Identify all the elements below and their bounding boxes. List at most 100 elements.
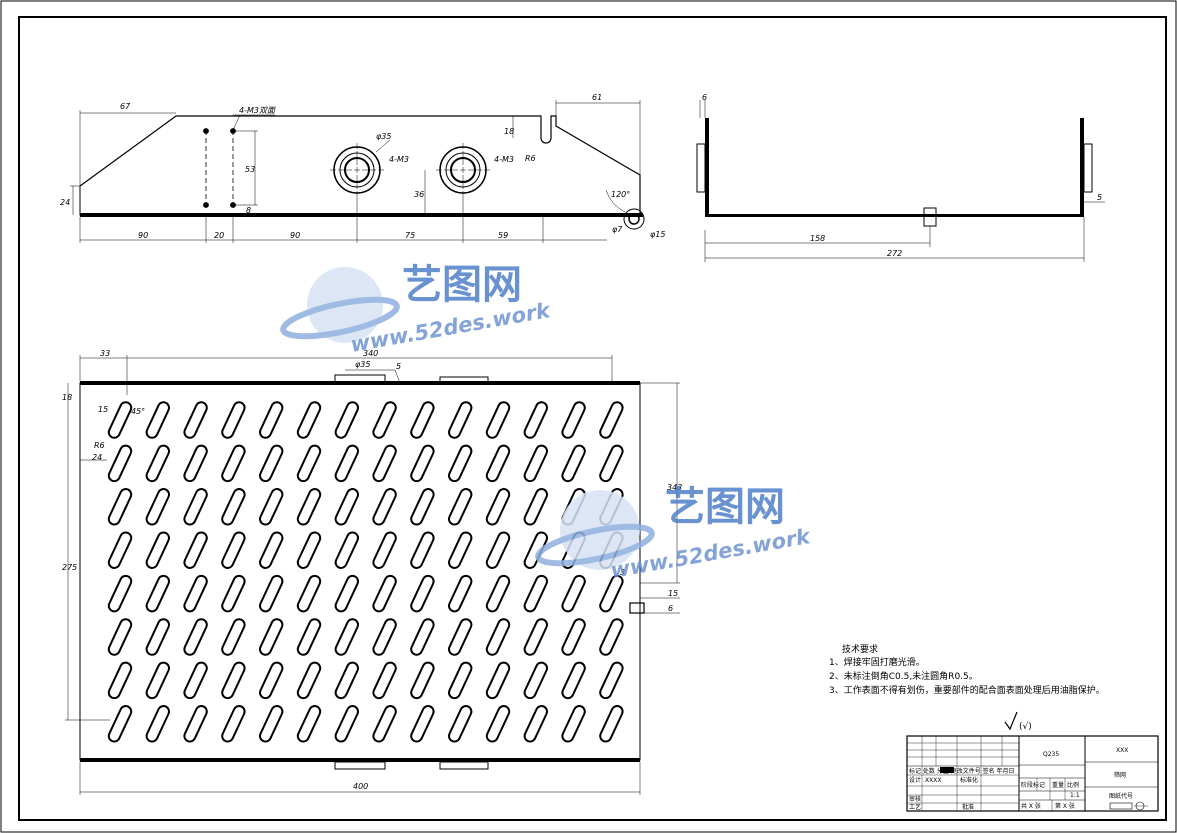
slot-hole	[599, 618, 624, 656]
dim-plan-5: 5	[396, 362, 401, 371]
tb-scale-value: 1:1	[1070, 792, 1080, 799]
slot-hole	[523, 401, 549, 439]
slot-hole	[145, 401, 171, 439]
slot-hole	[599, 444, 624, 483]
slot-hole	[221, 705, 246, 743]
slot-hole	[447, 488, 473, 526]
slot-hole	[485, 488, 511, 526]
dim-plan-18: 18	[62, 393, 72, 402]
side-dimension-lines	[699, 100, 1105, 262]
flange-left	[330, 143, 384, 197]
slot-hole	[372, 531, 397, 569]
slot-hole	[221, 488, 246, 526]
slot-hole	[523, 705, 549, 743]
dim-75: 75	[405, 231, 415, 240]
slot-hole	[145, 618, 171, 656]
slot-hole	[561, 401, 586, 439]
plan-view	[65, 355, 680, 795]
slot-hole	[145, 705, 171, 743]
dim-400: 400	[353, 782, 368, 791]
slot-hole	[183, 574, 208, 613]
dim-343: 343	[667, 483, 682, 492]
technical-notes: 技术要求 1、焊接牢固打磨光滑。 2、未标注倒角C0.5,未注圆角R0.5。 3…	[829, 643, 1105, 696]
slot-hole	[485, 618, 511, 656]
slot-hole	[183, 705, 208, 743]
slot-hole	[447, 531, 473, 569]
dim-phi15: φ15	[650, 230, 665, 239]
slot-hole	[447, 661, 473, 700]
slot-hole	[410, 574, 435, 613]
side-view-dims: 6 5 158 272	[702, 93, 1102, 258]
plan-view-dims: 33 340 φ35 5 18 15 45° R6 24 275 343 3 1…	[62, 349, 682, 791]
slot-hole	[485, 574, 511, 613]
dim-6: 6	[702, 93, 707, 102]
title-block-text: Q235 XXX 筛网 图纸代号 标记 处数 分区 更改文件号 签名 年月日 设…	[909, 747, 1133, 811]
slot-hole	[523, 444, 549, 483]
dim-phi35: φ35	[376, 132, 391, 141]
slot-hole	[258, 574, 284, 613]
dim-272: 272	[887, 249, 902, 258]
dim-5: 5	[1097, 193, 1102, 202]
dim-20: 20	[214, 231, 224, 240]
slot-hole	[410, 618, 435, 656]
slot-hole	[107, 618, 133, 656]
slot-hole	[561, 618, 586, 656]
dim-24: 24	[60, 198, 70, 207]
slot-hole	[523, 574, 549, 613]
tb-sheets: 共 X 张	[1021, 802, 1041, 810]
slot-hole	[221, 618, 246, 656]
note-2: 2、未标注倒角C0.5,未注圆角R0.5。	[829, 670, 978, 682]
plan-dimension-lines	[65, 355, 680, 795]
note-1: 1、焊接牢固打磨光滑。	[829, 656, 925, 668]
slot-hole	[258, 618, 284, 656]
slot-hole	[258, 401, 284, 439]
dim-158: 158	[810, 234, 825, 243]
slot-hole	[372, 574, 397, 613]
slot-hole	[183, 401, 208, 439]
dim-90-b: 90	[290, 231, 300, 240]
dim-67: 67	[120, 102, 131, 111]
slot-hole	[183, 618, 208, 656]
slot-hole	[107, 444, 133, 483]
slot-hole	[485, 401, 511, 439]
slot-grid	[107, 401, 624, 743]
slot-hole	[372, 618, 397, 656]
slot-hole	[523, 618, 549, 656]
dim-plan-24: 24	[92, 453, 102, 462]
slot-hole	[447, 705, 473, 743]
slot-hole	[599, 401, 624, 439]
slot-hole	[107, 574, 133, 613]
slot-hole	[410, 705, 435, 743]
tb-stage-mark: 阶段标记	[1021, 781, 1045, 789]
dim-59: 59	[498, 231, 508, 240]
slot-hole	[561, 705, 586, 743]
dim-36: 36	[414, 190, 424, 199]
slot-hole	[372, 661, 397, 700]
slot-hole	[258, 444, 284, 483]
slot-hole	[183, 444, 208, 483]
flange-right	[436, 143, 490, 197]
dim-120: 120°	[611, 190, 630, 199]
title-block	[906, 735, 1159, 812]
slot-hole	[183, 488, 208, 526]
dim-r6: R6	[525, 154, 536, 163]
slot-hole	[296, 705, 322, 743]
slot-hole	[258, 705, 284, 743]
front-view	[70, 100, 645, 243]
slot-hole	[296, 401, 322, 439]
dim-phi7: φ7	[612, 225, 623, 234]
slot-hole	[296, 531, 322, 569]
slot-hole	[183, 661, 208, 700]
tb-review: 审核	[909, 795, 921, 803]
slot-hole	[485, 531, 511, 569]
slot-hole	[221, 661, 246, 700]
slot-hole	[296, 444, 322, 483]
tb-approve: 批准	[962, 803, 974, 811]
tb-process: 工艺	[909, 803, 921, 811]
dim-275: 275	[62, 563, 77, 572]
slot-hole	[447, 574, 473, 613]
tb-sheet-no: 第 X 张	[1055, 802, 1075, 810]
slot-hole	[221, 401, 246, 439]
